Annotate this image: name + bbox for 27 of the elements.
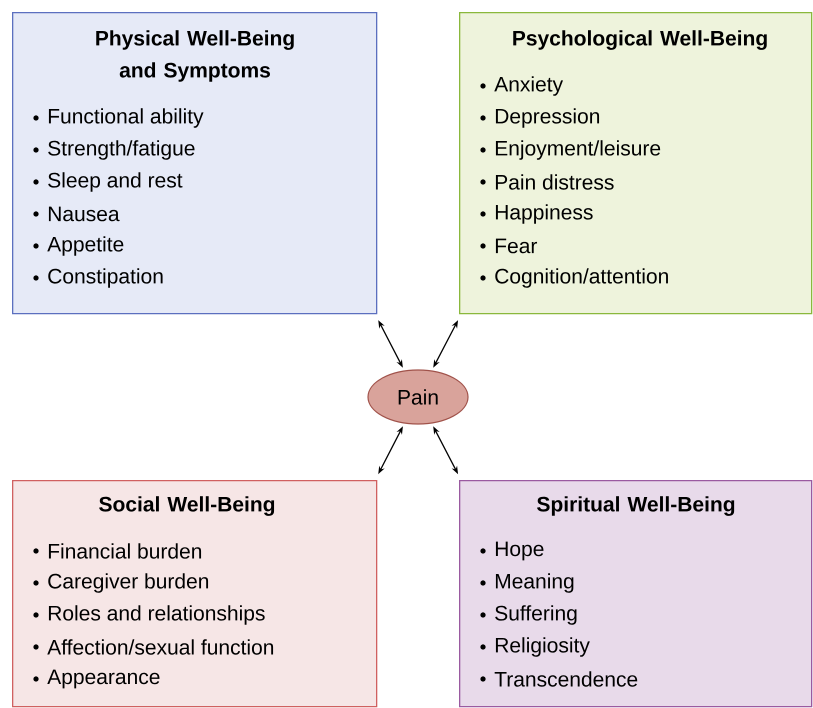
bullet-item: Hope xyxy=(480,542,544,560)
bullet-item: Sleep and rest xyxy=(33,172,182,192)
bullet-item: Strength/fatigue xyxy=(33,140,195,160)
heading: Psychological Well-Being xyxy=(513,30,767,50)
bullet-item: Transcendence xyxy=(480,671,638,687)
bullet-item: Fear xyxy=(480,238,538,254)
bullet-item: Constipation xyxy=(33,268,163,288)
bullet-item: Roles and relationships xyxy=(33,605,265,625)
bullet-item: Pain distress xyxy=(480,174,614,190)
bullet-item: Cognition/attention xyxy=(480,268,668,288)
bullet-item: Anxiety xyxy=(480,76,564,96)
bullet-item: Appearance xyxy=(33,670,160,688)
heading: Social Well-Being xyxy=(99,496,274,516)
bullet-item: Nausea xyxy=(33,206,120,222)
bullet-item: Financial burden xyxy=(33,543,202,559)
bullet-item: Caregiver burden xyxy=(33,573,208,593)
bullet-item: Appetite xyxy=(33,236,124,256)
bullet-item: Affection/sexual function xyxy=(33,639,274,655)
heading: Spiritual Well-Being xyxy=(537,496,734,516)
heading: Physical Well-Being and Symptoms xyxy=(96,30,294,82)
bullet-item: Meaning xyxy=(480,573,574,593)
bullet-item: Depression xyxy=(480,108,600,128)
bullet-item: Happiness xyxy=(480,204,593,224)
bullet-item: Functional ability xyxy=(33,108,204,128)
bullet-item: Religiosity xyxy=(480,637,590,657)
bullet-item: Enjoyment/leisure xyxy=(480,140,660,160)
bullet-item: Suffering xyxy=(480,605,577,625)
